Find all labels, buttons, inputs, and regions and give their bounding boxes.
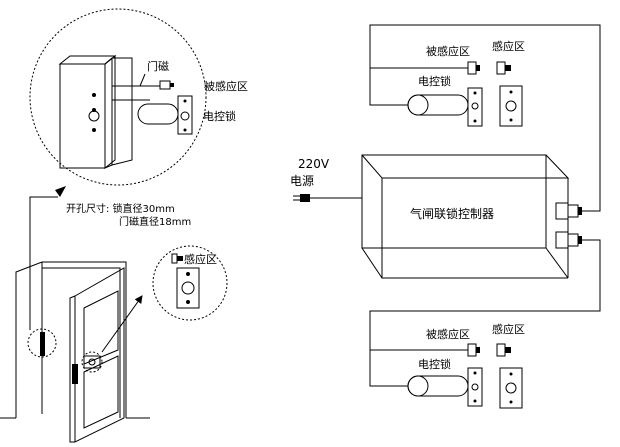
bottom-strike-plate [499, 367, 523, 409]
power-voltage-label: 220V [298, 157, 330, 171]
sensor-zoom-label: 感应区 [184, 252, 217, 266]
power-source-label: 电源 [290, 174, 314, 188]
frame-lock-hole [88, 110, 100, 122]
detail-electric-lock-icon [137, 95, 193, 135]
sensor-zoom-circle [152, 245, 228, 321]
bottom-set: 被感应区 感应区 电控锁 [407, 322, 525, 409]
top-lock-body [407, 94, 469, 116]
controller-box [361, 154, 570, 279]
door-sensor-circle [81, 351, 103, 373]
hole-size-line1: 开孔尺寸: 锁直径30mm [66, 202, 175, 215]
door-magnet-label: 门磁 [147, 59, 169, 73]
door-frame-block [58, 54, 133, 170]
frame-lock-bar [40, 332, 45, 356]
top-sensed-icon [467, 61, 477, 75]
door-lock-bar [72, 364, 78, 384]
bottom-connector [555, 231, 582, 249]
detail-electric-lock-label: 电控锁 [203, 109, 236, 123]
top-set: 被感应区 感应区 电控锁 [407, 39, 525, 127]
top-lock-plate [467, 87, 483, 127]
bottom-wiring-loop [369, 239, 601, 387]
door-magnet-icon [112, 73, 174, 101]
top-connector [555, 202, 582, 220]
top-sensed-zone-label: 被感应区 [426, 44, 470, 58]
controller-label: 气闸联锁控制器 [410, 206, 494, 221]
frame-lock-circle [27, 328, 57, 358]
top-strike-plate [499, 85, 523, 127]
top-sensing-zone-label: 感应区 [492, 39, 525, 53]
detail-circle-group: 门磁 被感应区 电控锁 [29, 8, 248, 186]
hole-size-line2: 门磁直径18mm [119, 215, 191, 228]
top-wiring-loop [369, 24, 601, 212]
top-electric-lock-label: 电控锁 [418, 74, 451, 88]
bottom-sensed-icon [467, 343, 477, 357]
door-sensor [83, 355, 101, 369]
zoom-lock-plate [176, 267, 200, 309]
bottom-sensed-zone-label: 被感应区 [426, 327, 470, 341]
sensor-zoom-group: 感应区 [152, 245, 228, 321]
top-sensing-icon [496, 61, 506, 75]
detail-sensed-zone-label: 被感应区 [204, 79, 248, 93]
zoom-sensing-icon [171, 253, 178, 264]
frame-dot-3 [92, 128, 96, 132]
bottom-sensing-zone-label: 感应区 [492, 322, 525, 336]
leader-line-up [29, 196, 58, 330]
door-drawing [0, 261, 150, 443]
bottom-lock-plate [467, 367, 483, 407]
bottom-sensing-icon [496, 343, 506, 357]
frame-dot-1 [92, 93, 96, 97]
leader-line-sensor [101, 295, 143, 353]
door-sensor-dot [88, 358, 96, 366]
bottom-electric-lock-label: 电控锁 [418, 357, 451, 371]
power-plug-icon [293, 194, 362, 202]
bottom-lock-body [407, 375, 469, 397]
detail-circle [29, 8, 207, 186]
leader-arrow [55, 186, 66, 197]
